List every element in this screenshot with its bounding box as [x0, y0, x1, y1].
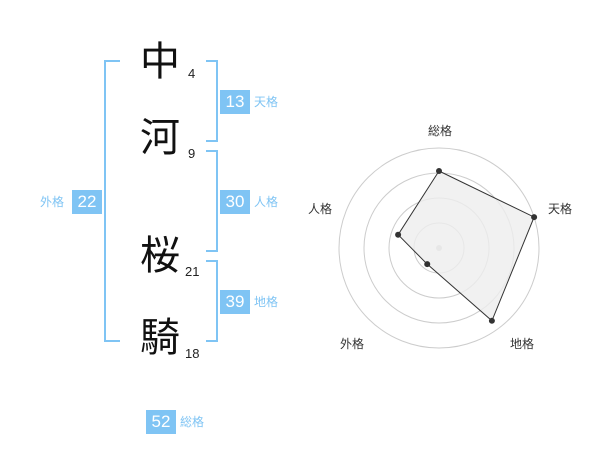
- soukaku-value: 52: [146, 410, 176, 434]
- stroke-count-3: 21: [185, 264, 200, 279]
- radar-label-tenkaku: 天格: [548, 202, 573, 216]
- name-char-2: 河: [140, 115, 180, 161]
- name-char-4: 騎: [140, 315, 180, 361]
- chikaku-bracket: [206, 260, 218, 342]
- radar-point-5: [395, 231, 402, 238]
- tenkaku-value: 13: [220, 90, 250, 114]
- radar-label-soukaku: 総格: [428, 124, 453, 138]
- gaikaku-value: 22: [72, 190, 102, 214]
- jinkaku-label: 人格: [254, 195, 279, 209]
- radar-label-jinkaku: 人格: [308, 202, 333, 216]
- chikaku-value: 39: [220, 290, 250, 314]
- radar-point-2: [531, 214, 538, 221]
- stroke-count-1: 4: [188, 66, 196, 81]
- radar-label-gaikaku: 外格: [340, 337, 365, 351]
- radar-polygon: [397, 170, 535, 322]
- radar-point-1: [436, 168, 442, 174]
- chikaku-label: 地格: [254, 295, 279, 309]
- radar-point-3: [488, 317, 495, 324]
- jinkaku-value: 30: [220, 190, 250, 214]
- name-char-1: 中: [140, 39, 180, 85]
- jinkaku-bracket: [206, 150, 218, 252]
- tenkaku-bracket: [206, 60, 218, 142]
- radar-label-chikaku: 地格: [510, 337, 535, 351]
- gaikaku-label: 外格: [40, 195, 65, 209]
- radar-grid-ring: [338, 147, 540, 349]
- stroke-count-4: 18: [185, 346, 200, 361]
- gaikaku-bracket: [104, 60, 120, 342]
- radar-point-4: [424, 261, 431, 268]
- stroke-count-2: 9: [188, 146, 196, 161]
- soukaku-label: 総格: [180, 415, 205, 429]
- tenkaku-label: 天格: [254, 95, 279, 109]
- name-char-3: 桜: [140, 233, 180, 279]
